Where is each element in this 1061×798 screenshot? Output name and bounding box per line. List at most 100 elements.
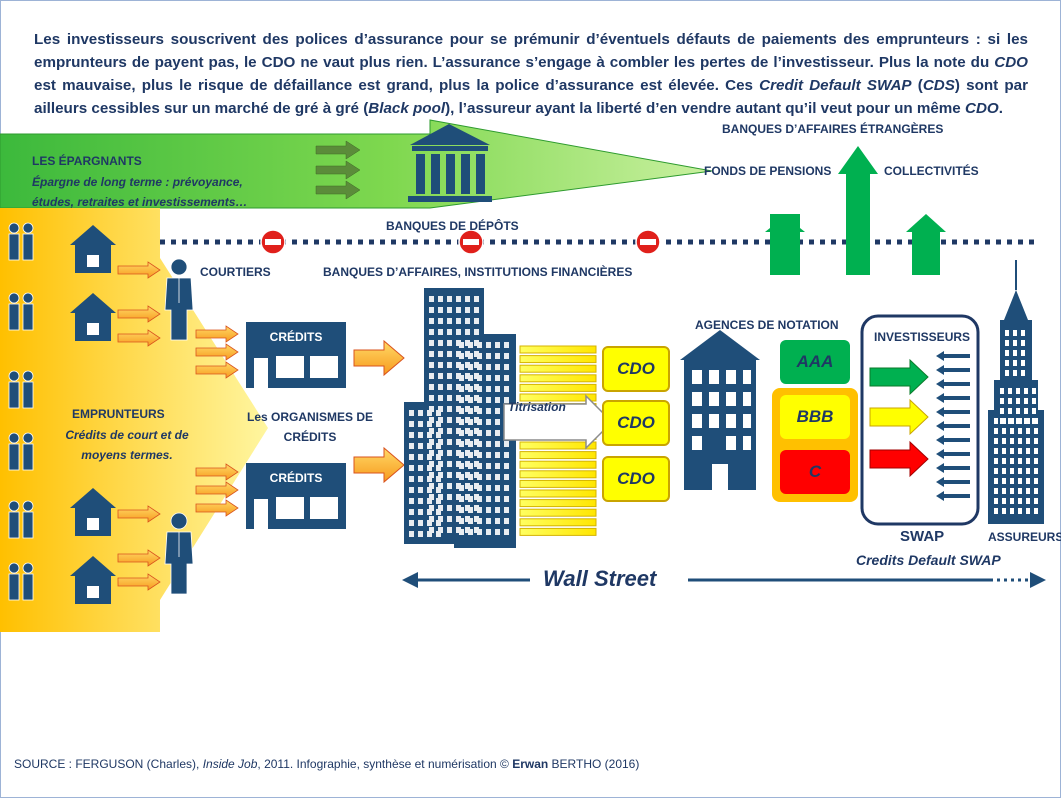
window [436,421,441,427]
credits-door [254,499,268,529]
window [456,351,461,357]
window [1034,438,1038,444]
swap-left-arrows [936,351,970,501]
window [468,342,473,348]
window [994,508,998,514]
window [468,408,473,414]
window [1002,438,1006,444]
window [447,329,452,335]
window [438,406,443,412]
window [447,307,452,313]
window [409,454,414,460]
window [459,463,464,469]
window [429,395,434,401]
cdo-box: CDO [602,456,670,502]
window [486,342,491,348]
window [438,472,443,478]
securitization-row [519,479,597,488]
window [1021,330,1025,336]
window [504,353,509,359]
window [477,441,482,447]
window [477,397,482,403]
window [429,417,434,423]
no-entry-icons [260,229,661,255]
window [504,375,509,381]
window [1034,498,1038,504]
window [465,516,470,522]
window [1024,398,1028,404]
window [438,307,443,313]
window [1034,428,1038,434]
window [474,417,479,423]
broker-icons [164,258,194,595]
window [1010,488,1014,494]
window [468,496,473,502]
securitization-row [519,364,597,373]
credits-window [276,497,304,519]
window [495,353,500,359]
window [465,450,470,456]
window [465,505,470,511]
label-collectivites: COLLECTIVITÉS [884,164,979,178]
window [994,498,998,504]
window [459,375,464,381]
window [486,496,491,502]
label-assureurs: ASSUREURS [988,530,1061,544]
window [1016,408,1020,414]
window [1024,408,1028,414]
green-up-arrows [765,146,946,275]
window [409,487,414,493]
wall-street-line [402,572,1046,588]
window [1002,418,1006,424]
window [1026,478,1030,484]
window [1026,438,1030,444]
window [1002,428,1006,434]
window [465,351,470,357]
window [465,472,470,478]
window [468,353,473,359]
label-agences-notation: AGENCES DE NOTATION [695,318,839,332]
window [459,342,464,348]
window [468,474,473,480]
label-cds-full: Credits Default SWAP [856,552,1001,568]
window [456,373,461,379]
window [447,527,452,533]
window [1034,488,1038,494]
window [459,364,464,370]
window [486,386,491,392]
window [495,364,500,370]
window [994,478,998,484]
credits-box-top: CRÉDITS [246,322,346,388]
window [447,384,452,390]
window [436,465,441,471]
window [459,507,464,513]
window [456,527,461,533]
window [459,353,464,359]
window [1013,350,1017,356]
window [486,353,491,359]
window [456,329,461,335]
window [465,307,470,313]
window [438,340,443,346]
window [495,518,500,524]
window [429,406,434,412]
window [438,329,443,335]
window [418,520,423,526]
window [474,494,479,500]
borrowers-yellow-arrow [0,208,268,632]
window [418,410,423,416]
window [1021,340,1025,346]
label-courtiers: COURTIERS [200,265,271,279]
window [474,296,479,302]
window [1021,370,1025,376]
cdo-box: CDO [602,400,670,446]
window [447,505,452,511]
window [429,373,434,379]
window [447,516,452,522]
window [1010,448,1014,454]
window [447,483,452,489]
swap-arrow [936,393,970,403]
window [504,452,509,458]
window [456,450,461,456]
window [1010,458,1014,464]
